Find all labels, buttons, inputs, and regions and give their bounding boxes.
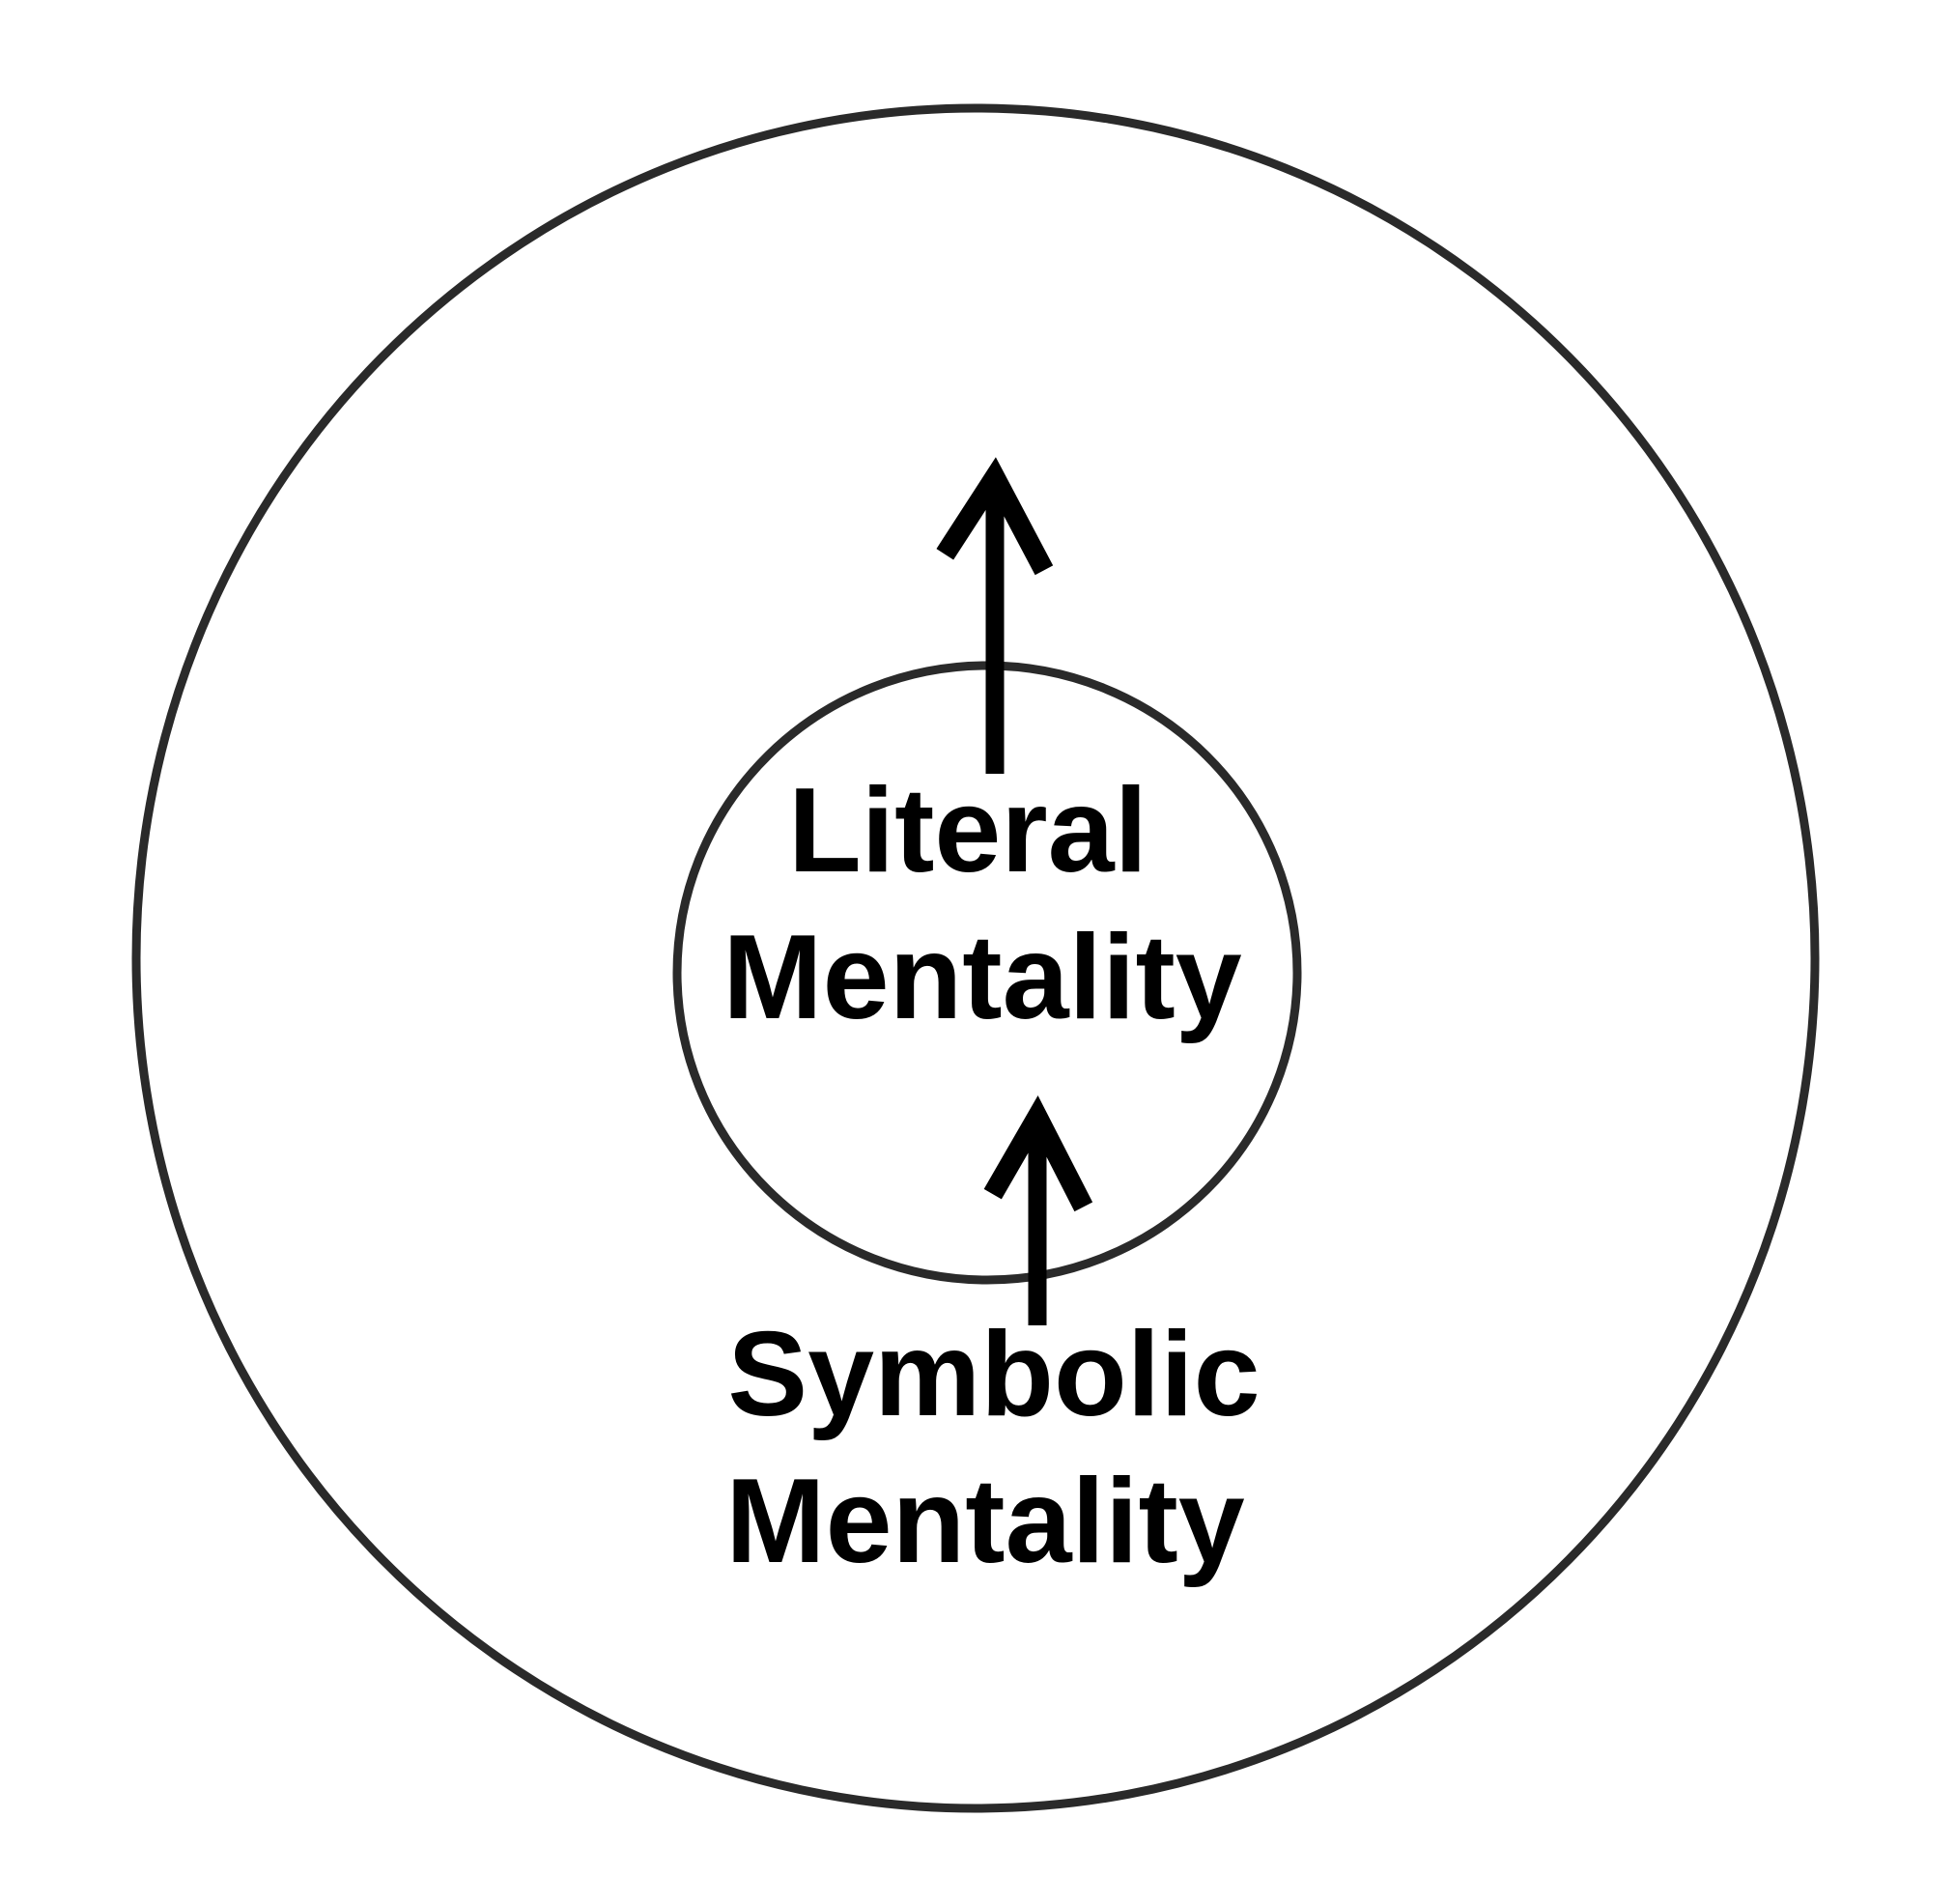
symbolic-mentality-label: Mentality: [725, 1455, 1244, 1588]
upward-arrow-inner-head: [983, 1095, 1093, 1212]
upward-arrow-outer-head: [936, 457, 1054, 576]
literal-label: Literal: [788, 764, 1148, 897]
literal-mentality-label: Mentality: [722, 911, 1241, 1044]
symbolic-label: Symbolic: [727, 1308, 1260, 1441]
outer-circle: [131, 103, 1820, 1813]
upward-arrow-inner: [983, 1095, 1093, 1325]
upward-arrow-outer: [936, 457, 1054, 774]
